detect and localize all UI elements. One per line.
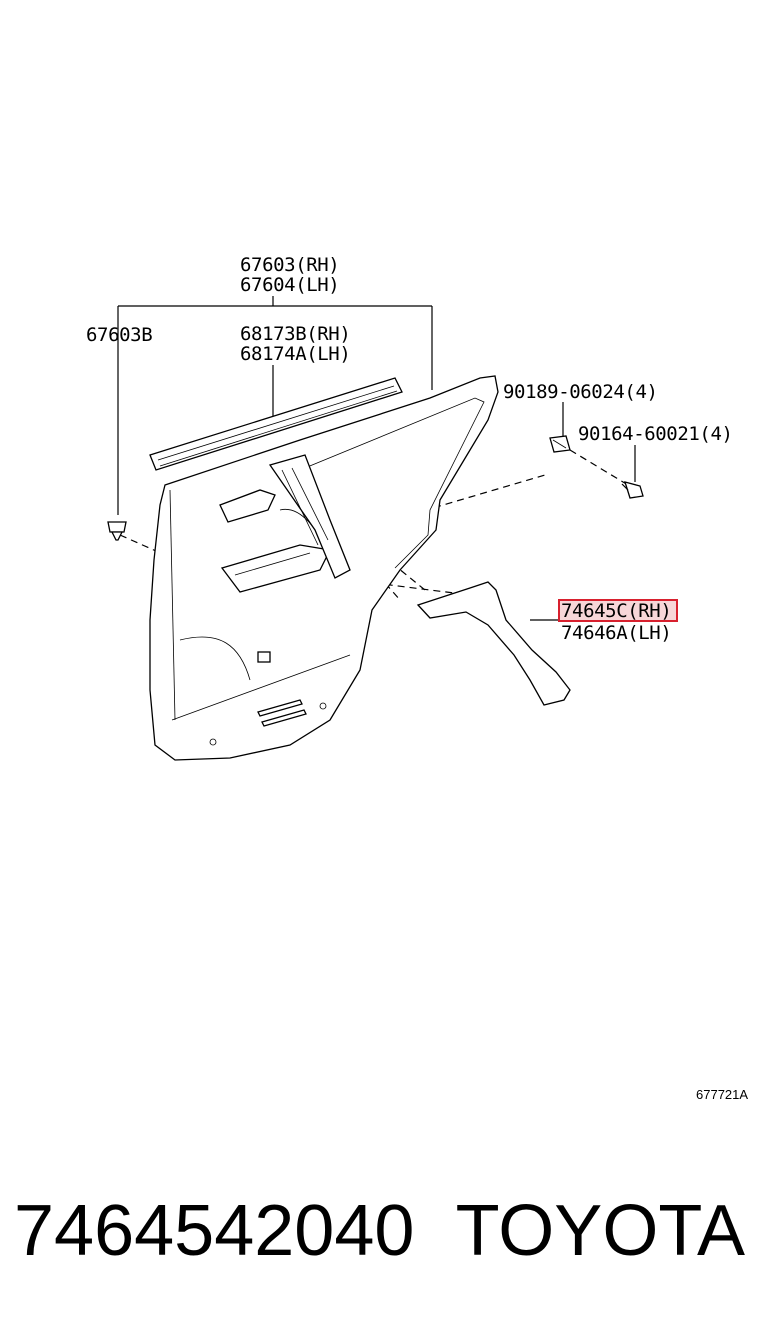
clip-67603b <box>107 521 127 541</box>
label-68174a-lh: 68174A(LH) <box>240 343 350 365</box>
highlight-box <box>558 599 678 622</box>
label-67604-lh: 67604(LH) <box>240 274 339 296</box>
label-67603b: 67603B <box>86 324 152 346</box>
label-90189: 90189-06024(4) <box>503 381 658 403</box>
part-number: 7464542040 <box>14 1191 415 1271</box>
label-74646a-lh: 74646A(LH) <box>561 622 671 644</box>
part-labels: 67603(RH) 67604(LH) 67603B 68173B(RH) 68… <box>86 254 748 1102</box>
garnish-74645c <box>416 581 571 706</box>
drawing-code: 677721A <box>696 1087 748 1102</box>
nut-90189 <box>549 435 571 453</box>
label-68173b-rh: 68173B(RH) <box>240 323 350 345</box>
brand-name: TOYOTA <box>455 1191 745 1271</box>
label-90164: 90164-60021(4) <box>578 423 733 445</box>
screw-90164 <box>621 481 644 499</box>
label-74645c-rh[interactable]: 74645C(RH) <box>561 600 672 622</box>
weatherstrip-part <box>149 377 403 471</box>
leader-lines <box>117 296 636 621</box>
door-trim-board <box>149 375 499 761</box>
label-67603-rh: 67603(RH) <box>240 254 339 276</box>
footer-bar: 7464542040 TOYOTA <box>14 1190 749 1271</box>
